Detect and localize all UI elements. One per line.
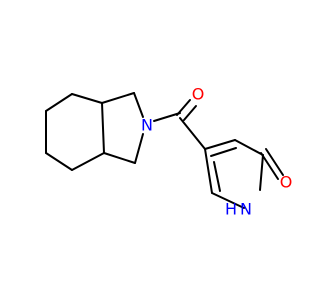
bond — [45, 93, 73, 112]
bond — [204, 148, 213, 194]
bond — [133, 92, 144, 118]
bond — [234, 139, 264, 156]
pyrrolidine-ring — [101, 92, 144, 164]
atom-labels: N O O N H — [141, 85, 292, 219]
pyridone-ring — [204, 139, 284, 209]
molecule-structure: N O O N H — [45, 85, 292, 219]
bond — [134, 133, 144, 164]
bond — [179, 117, 206, 150]
bond — [153, 112, 181, 122]
ring-double-bond — [213, 161, 221, 192]
carbonyl-double-bond — [265, 148, 284, 176]
bond — [45, 152, 73, 171]
bond — [71, 93, 103, 104]
bond — [71, 152, 105, 171]
carbonyl-double-bond — [183, 105, 197, 121]
cyclohexane-ring — [45, 93, 105, 171]
carbonyl-double-bond — [260, 152, 279, 180]
ring-double-bond — [210, 147, 237, 157]
oxygen-atom-label: O — [280, 173, 293, 192]
hydrogen-atom-label: H — [225, 200, 237, 219]
oxygen-atom-label: O — [192, 85, 205, 104]
nitrogen-atom-label: N — [141, 116, 153, 135]
bond — [101, 102, 105, 154]
bond — [101, 92, 135, 104]
bond — [204, 139, 236, 150]
bond — [259, 154, 264, 191]
bond — [103, 152, 136, 164]
amide-linkage — [153, 99, 206, 150]
bond — [211, 192, 245, 209]
nitrogen-atom-label: N — [240, 200, 252, 219]
carbonyl-double-bond — [176, 99, 191, 116]
